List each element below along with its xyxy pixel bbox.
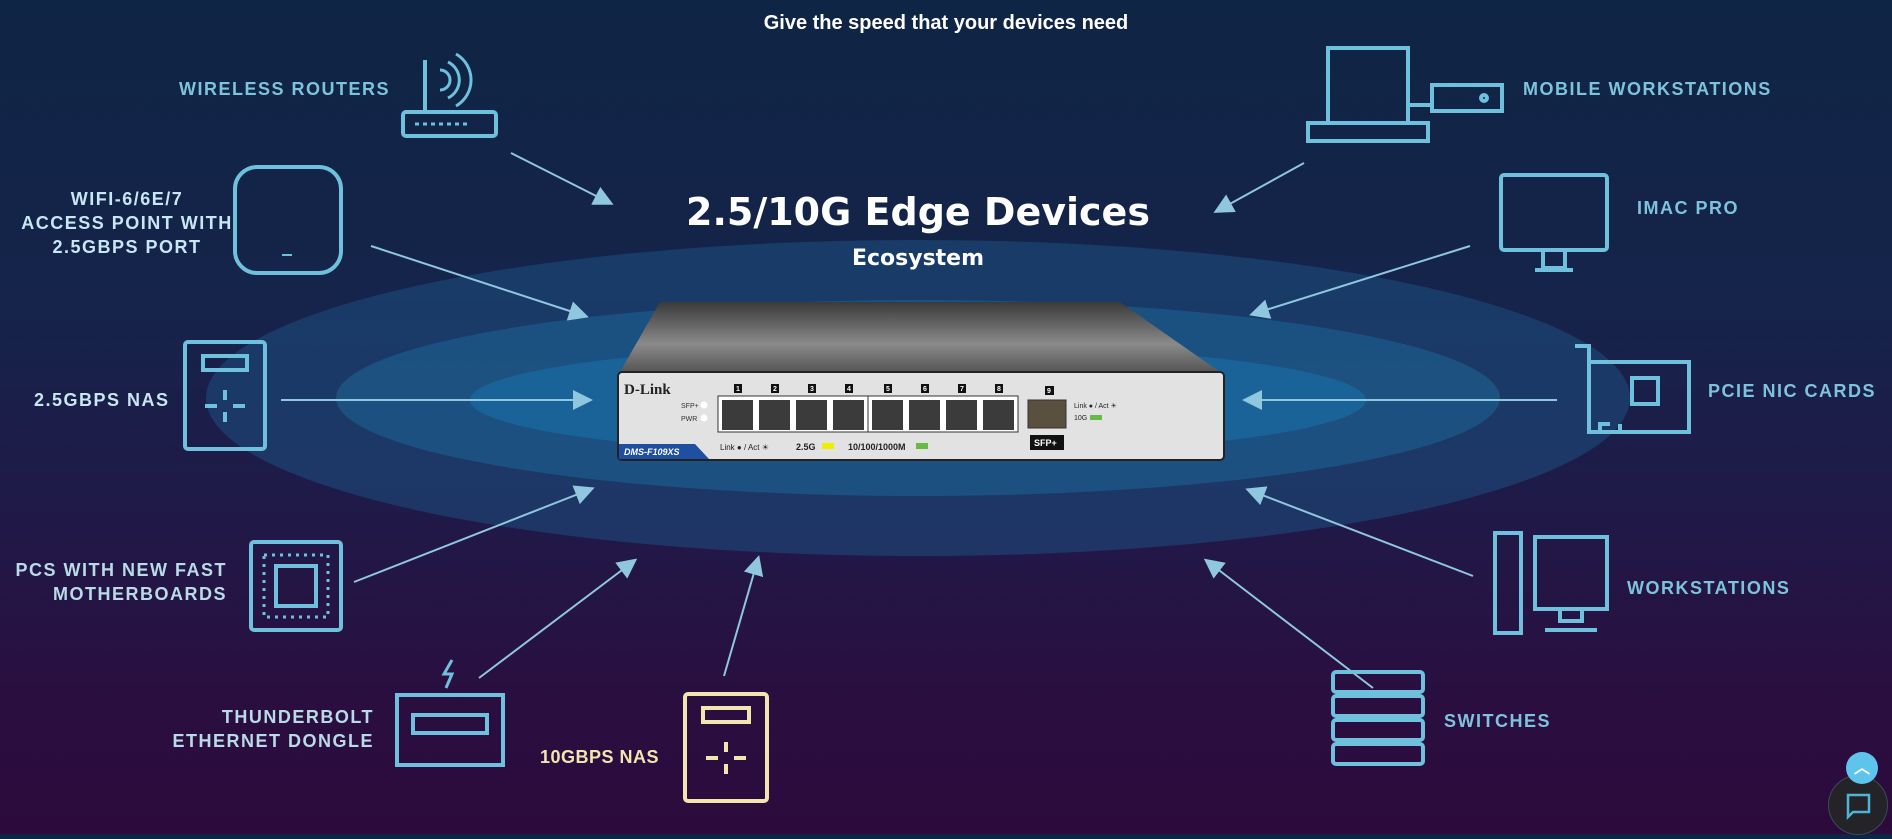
label-line: ETHERNET DONGLE	[172, 731, 374, 751]
scroll-to-top-button[interactable]: ︿	[1846, 752, 1878, 784]
access-point-icon	[233, 165, 343, 275]
legend-text: SFP+	[1034, 438, 1057, 448]
model-label: DMS-F109XS	[624, 447, 680, 457]
arrows	[281, 152, 1557, 689]
label-pcie-nic: PCIE NIC CARDS	[1708, 381, 1877, 401]
legend-text: Link ● / Act ☀	[1074, 402, 1117, 410]
switch-rack-icon	[1331, 670, 1425, 766]
hero-subtitle: Ecosystem	[851, 246, 985, 271]
legend-text: 10G	[1074, 415, 1087, 422]
rj45-ports	[722, 400, 1014, 430]
port-number: 3	[810, 386, 814, 393]
chevron-up-icon: ︿	[1853, 760, 1870, 777]
monitor-icon	[1499, 173, 1609, 272]
router-icon	[401, 52, 498, 138]
label-pcs: PCS WITH NEW FAST MOTHERBOARDS	[16, 558, 228, 606]
port-number: 7	[960, 386, 964, 393]
label-line: ACCESS POINT WITH	[21, 213, 233, 233]
label-access-point: WIFI-6/6E/7 ACCESS POINT WITH 2.5GBPS PO…	[0, 187, 254, 259]
chat-button[interactable]	[1828, 775, 1888, 835]
port-number: 2	[773, 386, 777, 393]
port-number: 9	[1047, 388, 1051, 395]
label-line: THUNDERBOLT	[221, 707, 374, 727]
label-workstations: WORKSTATIONS	[1627, 578, 1791, 598]
brand-logo: D-Link	[624, 382, 671, 398]
port-number: 4	[847, 386, 851, 393]
label-line: MOTHERBOARDS	[53, 584, 227, 604]
chat-icon	[1846, 793, 1871, 821]
port-number: 1	[736, 386, 740, 393]
label-switches: SWITCHES	[1444, 711, 1552, 731]
port-number: 6	[923, 386, 927, 393]
label-line: WIFI-6/6E/7	[70, 189, 184, 209]
led-label: SFP+	[681, 403, 699, 410]
laptop-icon	[1306, 46, 1504, 143]
led-label: PWR	[681, 416, 697, 423]
desktop-computer-icon	[1493, 531, 1609, 635]
dlink-switch-image: D-Link DMS-F109XS SFP+ PWR 1 2 3 4 5 6 7…	[617, 302, 1225, 461]
label-imac-pro: IMAC PRO	[1637, 198, 1739, 218]
label-mobile-workstations: MOBILE WORKSTATIONS	[1523, 79, 1772, 99]
label-line: 2.5GBPS PORT	[52, 237, 202, 257]
port-number: 8	[997, 386, 1001, 393]
legend-text: 2.5G	[796, 442, 816, 452]
chip-icon	[249, 540, 343, 632]
legend-text: Link ● / Act ☀	[720, 443, 769, 452]
label-wireless-routers: WIRELESS ROUTERS	[179, 79, 391, 99]
nas-icon	[183, 340, 267, 451]
nas-icon	[683, 692, 769, 803]
label-line: PCS WITH NEW FAST	[15, 560, 227, 580]
label-10g-nas: 10GBPS NAS	[540, 747, 660, 767]
thunderbolt-dongle-icon	[395, 659, 505, 767]
page-title: Give the speed that your devices need	[763, 12, 1129, 34]
hero-title: 2.5/10G Edge Devices	[686, 190, 1150, 234]
label-2-5g-nas: 2.5GBPS NAS	[34, 390, 170, 410]
legend-text: 10/100/1000M	[848, 442, 906, 452]
pcie-card-icon	[1575, 344, 1691, 434]
port-number: 5	[886, 386, 890, 393]
label-thunderbolt: THUNDERBOLT ETHERNET DONGLE	[172, 705, 374, 753]
